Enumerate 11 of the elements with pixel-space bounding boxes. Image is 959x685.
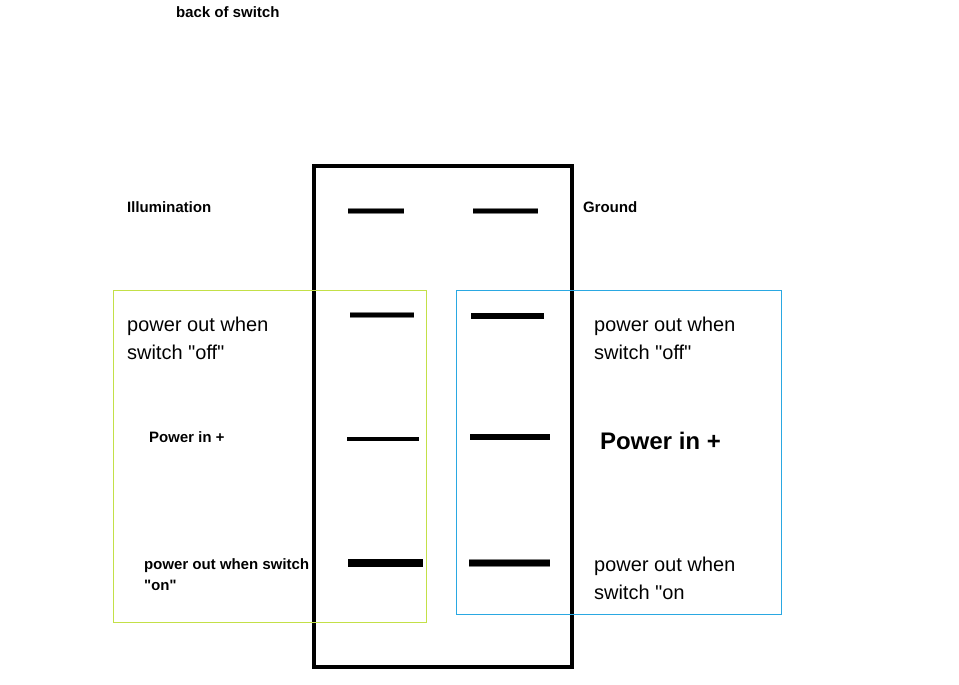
- pin-label: Ground: [583, 199, 638, 216]
- pin-label: Illumination: [127, 199, 212, 216]
- pin-group-box: [456, 290, 782, 615]
- pin-description: Power in +: [149, 428, 226, 448]
- pin-group-box: [113, 290, 427, 623]
- pin-description: Power in +: [600, 427, 722, 457]
- pin-description: power out when switch "off": [127, 313, 270, 366]
- pin-description: power out when switch "on: [594, 553, 736, 606]
- diagram-heading: back of switch: [176, 4, 280, 21]
- pin-description: power out when switch "off": [594, 313, 736, 366]
- pin-description: power out when switch "on": [144, 555, 309, 596]
